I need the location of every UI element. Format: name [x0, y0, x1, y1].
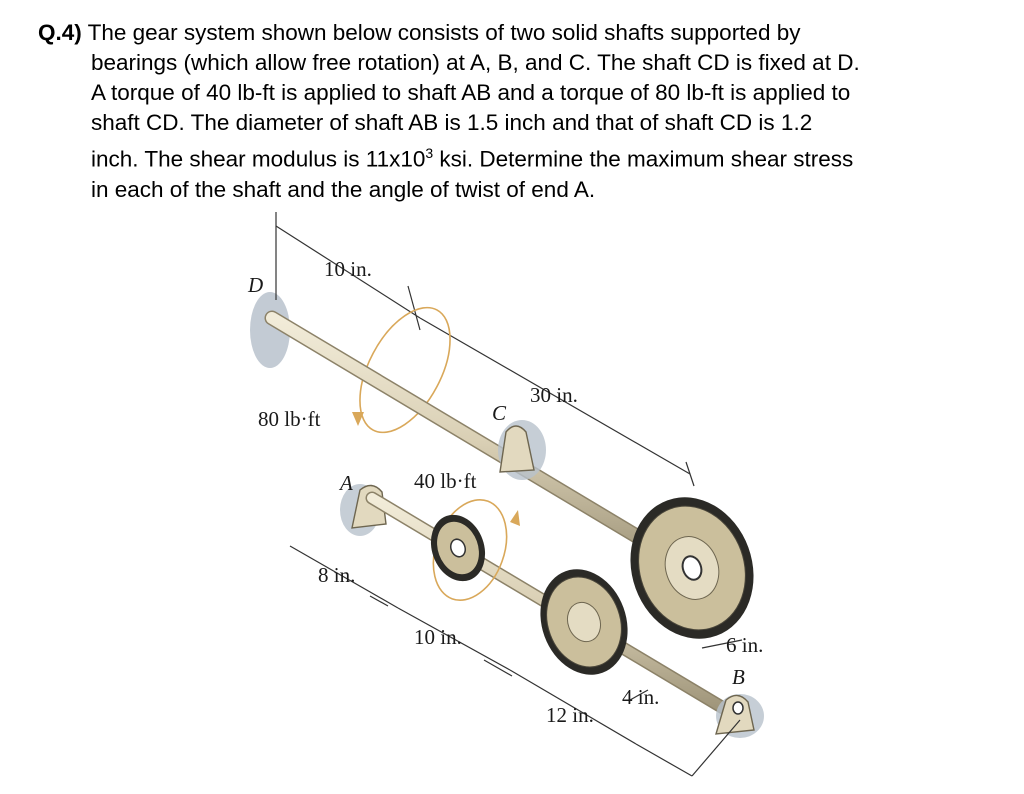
label-b: B [732, 665, 745, 689]
question-line-3: A torque of 40 lb-ft is applied to shaft… [91, 80, 851, 105]
label-d: D [247, 273, 263, 297]
dimension-lines-bottom [289, 545, 743, 777]
label-dim-4: 4 in. [622, 685, 659, 709]
bearing-c [499, 425, 535, 473]
medium-gear [540, 569, 628, 675]
question-line-6: in each of the shaft and the angle of tw… [91, 176, 596, 202]
label-dim-8: 8 in. [318, 563, 355, 587]
question-line-1: Q.4) The gear system shown below consist… [38, 20, 801, 45]
label-dim-10-top: 10 in. [324, 257, 372, 281]
superscript-exponent: 3 [425, 145, 434, 161]
bearing-b [715, 694, 755, 735]
small-gear [430, 514, 486, 582]
dimension-line-top [275, 212, 695, 487]
label-a: A [338, 471, 353, 495]
large-gear [630, 497, 754, 639]
label-dim-12: 12 in. [546, 703, 594, 727]
fixed-support-d-shadow [250, 292, 290, 368]
torque-80-arrow [359, 306, 451, 434]
label-dim-30: 30 in. [530, 383, 578, 407]
question-line-2: bearings (which allow free rotation) at … [91, 50, 860, 75]
torque-80-arrowhead [352, 412, 364, 426]
question-line-4: shaft CD. The diameter of shaft AB is 1.… [91, 110, 813, 135]
question-text: Q.4) The gear system shown below consist… [38, 18, 998, 205]
label-torque-80: 80 lb·ft [258, 407, 321, 431]
label-torque-40: 40 lb·ft [414, 469, 477, 493]
question-number: Q.4) [38, 20, 82, 45]
question-line-5: inch. The shear modulus is 11x103 ksi. D… [91, 145, 854, 172]
label-dim-10-bottom: 10 in. [414, 625, 462, 649]
torque-40-arrowhead [510, 510, 520, 526]
label-dim-6: 6 in. [726, 633, 763, 657]
label-c: C [492, 401, 507, 425]
